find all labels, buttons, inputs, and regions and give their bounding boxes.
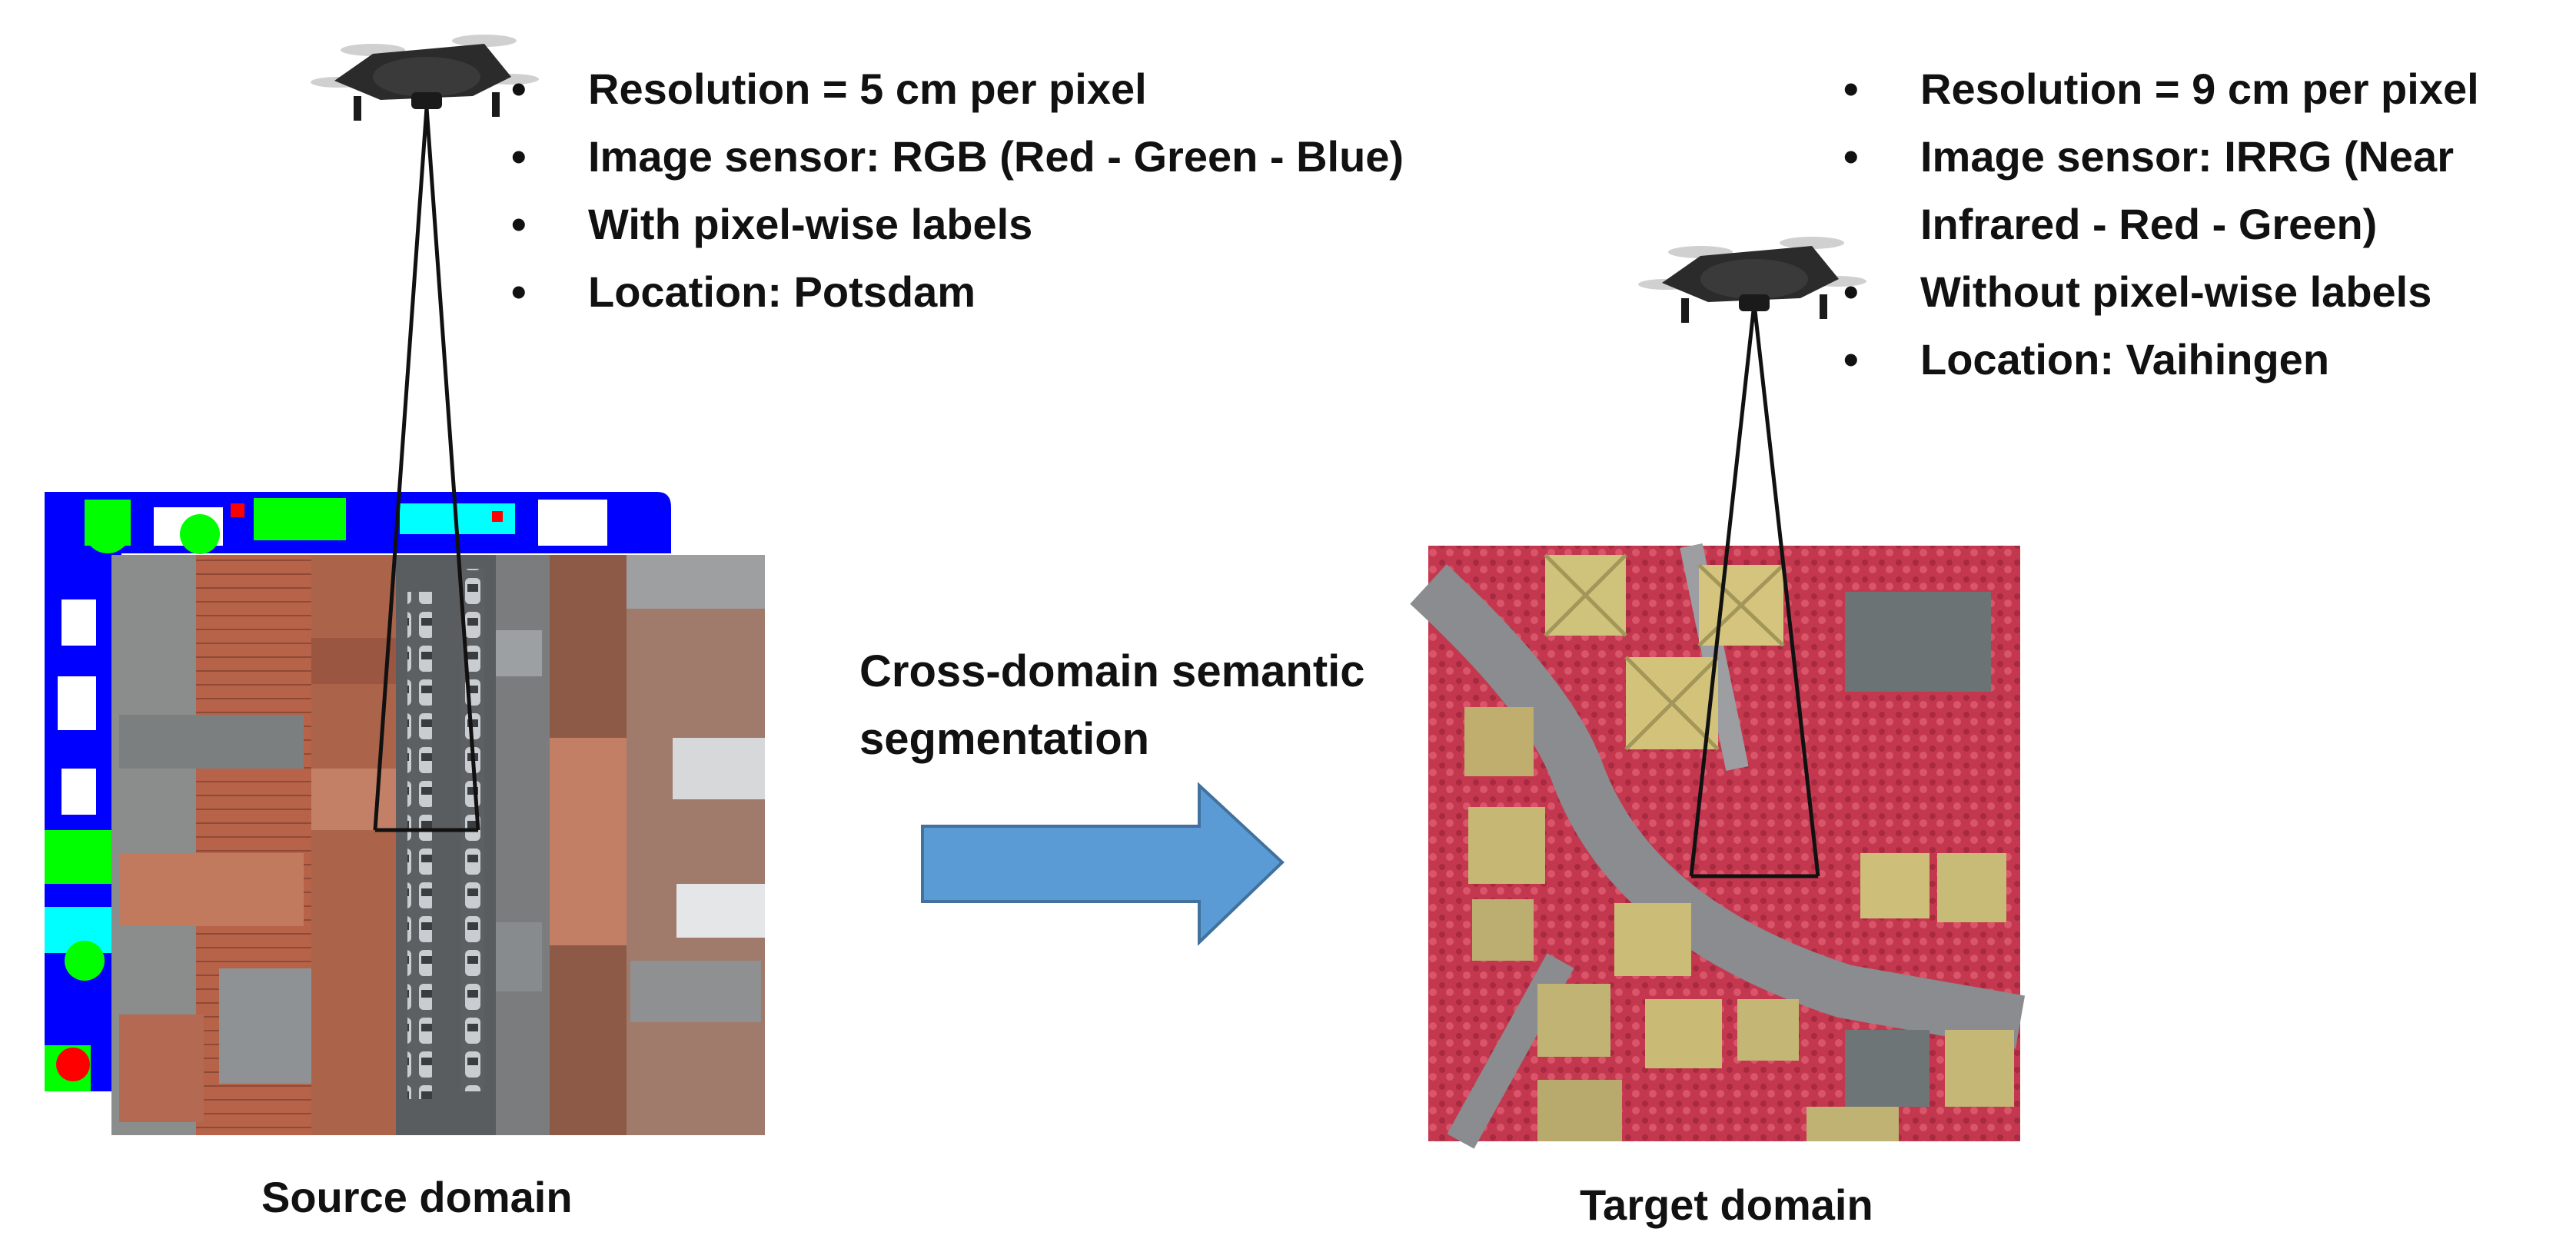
target-bullet-sensor: Image sensor: IRRG (Near Infrared - Red …	[1843, 123, 2479, 258]
arrow-label: Cross-domain semantic segmentation	[859, 638, 1365, 773]
source-bullet-sensor: Image sensor: RGB (Red - Green - Blue)	[511, 123, 1404, 191]
target-bullet-labels: Without pixel-wise labels	[1843, 258, 2479, 326]
target-caption: Target domain	[1580, 1181, 1873, 1229]
source-view-cone	[373, 107, 480, 832]
target-bullet-location: Location: Vaihingen	[1843, 326, 2479, 394]
rgb-aerial-image	[111, 555, 765, 1135]
drone-icon	[311, 35, 539, 121]
irrg-aerial-image	[1410, 543, 2026, 1149]
target-view-cone	[1689, 303, 1820, 878]
arrow-label-line2: segmentation	[859, 714, 1150, 764]
source-bullet-list: Resolution = 5 cm per pixel Image sensor…	[511, 55, 1404, 326]
source-bullet-location: Location: Potsdam	[511, 258, 1404, 326]
target-bullet-sensor-line2: Infrared - Red - Green)	[1920, 200, 2378, 248]
target-bullet-resolution: Resolution = 9 cm per pixel	[1843, 55, 2479, 123]
arrow-label-line1: Cross-domain semantic	[859, 646, 1365, 696]
source-caption: Source domain	[261, 1173, 573, 1221]
target-bullet-list: Resolution = 9 cm per pixel Image sensor…	[1843, 55, 2479, 394]
source-bullet-labels: With pixel-wise labels	[511, 191, 1404, 258]
target-bullet-sensor-line1: Image sensor: IRRG (Near	[1920, 132, 2454, 181]
domain-arrow	[921, 782, 1285, 946]
drone-icon	[1638, 237, 1866, 323]
source-bullet-resolution: Resolution = 5 cm per pixel	[511, 55, 1404, 123]
